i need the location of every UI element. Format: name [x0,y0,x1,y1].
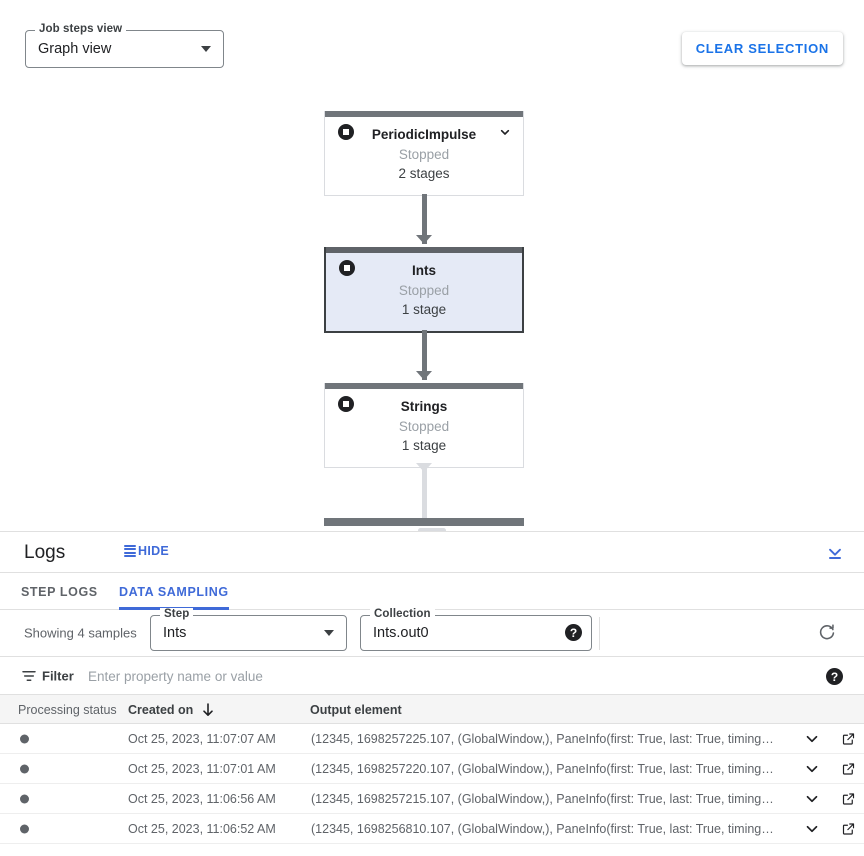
job-graph-panel: Job steps view Graph view CLEAR SELECTIO… [0,0,864,531]
cell-output-element: (12345, 1698257220.107, (GlobalWindow,),… [311,761,774,776]
filter-icon [22,670,36,682]
status-badge [20,794,29,803]
filter-label: Filter [42,668,74,683]
stop-circle-icon [339,260,355,276]
chevron-down-icon [324,630,334,636]
node-status: Stopped [398,283,450,298]
graph-node-strings[interactable]: Strings Stopped 1 stage [324,383,524,468]
help-icon[interactable]: ? [565,624,582,641]
clear-selection-button[interactable]: CLEAR SELECTION [681,32,843,65]
node-status-bar [325,383,523,389]
sampling-toolbar: Showing 4 samples Step Ints Collection I… [0,608,864,657]
graph-edge-arrow-3 [416,463,432,472]
expand-panel-down-icon[interactable] [824,543,846,563]
graph-canvas[interactable]: PeriodicImpulse Stopped 2 stages Ints St… [0,88,864,531]
collection-select[interactable]: Collection Ints.out0 [360,608,592,651]
showing-samples-text: Showing 4 samples [24,625,137,641]
hide-logs-label: HIDE [138,544,170,558]
panel-splitter[interactable] [0,524,864,531]
node-stages: 1 stage [401,302,447,317]
chevron-down-icon[interactable] [497,124,513,140]
step-select-label: Step [160,608,194,620]
hide-logs-button[interactable]: HIDE [124,544,169,558]
table-row[interactable]: Oct 25, 2023, 11:06:52 AM (12345, 169825… [0,814,864,844]
status-badge [20,764,29,773]
job-steps-view-value: Graph view [38,41,112,57]
table-row[interactable]: Oct 25, 2023, 11:07:07 AM (12345, 169825… [0,724,864,754]
stop-circle-icon [338,124,354,140]
table-row[interactable]: Oct 25, 2023, 11:06:56 AM (12345, 169825… [0,784,864,814]
tab-step-logs[interactable]: STEP LOGS [21,584,98,599]
cell-created-on: Oct 25, 2023, 11:06:52 AM [128,821,276,836]
stop-circle-icon [338,396,354,412]
status-badge [20,734,29,743]
toolbar-divider [599,617,600,650]
cell-created-on: Oct 25, 2023, 11:07:07 AM [128,731,276,746]
node-status: Stopped [398,419,450,434]
job-steps-view-select[interactable]: Job steps view Graph view [25,23,224,68]
graph-edge-2 [421,330,427,380]
cell-created-on: Oct 25, 2023, 11:06:56 AM [128,791,276,806]
column-header-created-on[interactable]: Created on [128,695,214,724]
step-select[interactable]: Step Ints [150,608,347,651]
open-in-new-icon[interactable] [841,821,856,836]
node-stages: 2 stages [398,166,450,181]
splitter-grip[interactable] [418,527,446,531]
filter-bar: Filter ? [0,657,864,695]
tab-data-sampling[interactable]: DATA SAMPLING [119,573,229,610]
chevron-down-icon[interactable] [803,820,821,838]
node-title: Strings [400,399,448,414]
graph-edge-3 [421,466,427,524]
data-sampling-table: Processing status Created on Output elem… [0,695,864,844]
help-icon[interactable]: ? [826,668,843,685]
graph-toolbar: Job steps view Graph view CLEAR SELECTIO… [0,0,864,88]
node-title: Ints [411,263,436,278]
chevron-down-icon[interactable] [803,730,821,748]
collection-select-label: Collection [370,608,435,620]
node-status-bar [326,247,522,253]
graph-edge-arrow-1 [416,235,432,244]
logs-tabs: STEP LOGS DATA SAMPLING [0,573,864,610]
node-status: Stopped [398,147,450,162]
node-stages: 1 stage [401,438,447,453]
chevron-down-icon[interactable] [803,790,821,808]
graph-node-periodicimpulse[interactable]: PeriodicImpulse Stopped 2 stages [324,111,524,196]
open-in-new-icon[interactable] [841,791,856,806]
cell-output-element: (12345, 1698256810.107, (GlobalWindow,),… [311,821,774,836]
chevron-down-icon[interactable] [803,760,821,778]
table-row[interactable]: Oct 25, 2023, 11:07:01 AM (12345, 169825… [0,754,864,784]
status-badge [20,824,29,833]
cell-output-element: (12345, 1698257225.107, (GlobalWindow,),… [311,731,774,746]
node-status-bar [325,111,523,117]
open-in-new-icon[interactable] [841,761,856,776]
job-steps-view-label: Job steps view [35,23,127,35]
graph-node-ints[interactable]: Ints Stopped 1 stage [324,247,524,333]
step-select-value: Ints [163,625,187,641]
graph-edge-arrow-2 [416,371,432,380]
chevron-down-icon [201,46,211,52]
collection-select-value: Ints.out0 [373,625,429,641]
page-title: Logs [24,542,66,563]
open-in-new-icon[interactable] [841,731,856,746]
list-lines-icon [124,545,136,557]
logs-header: Logs HIDE [0,532,864,573]
column-header-processing-status[interactable]: Processing status [18,702,117,717]
refresh-icon[interactable] [816,622,838,644]
column-header-output-element[interactable]: Output element [310,702,402,717]
filter-input[interactable] [86,657,786,695]
graph-edge-1 [421,194,427,244]
arrow-down-icon [203,702,214,716]
node-title: PeriodicImpulse [371,127,477,142]
cell-output-element: (12345, 1698257215.107, (GlobalWindow,),… [311,791,774,806]
cell-created-on: Oct 25, 2023, 11:07:01 AM [128,761,276,776]
table-header-row: Processing status Created on Output elem… [0,695,864,724]
graph-node-partial[interactable] [324,518,524,526]
logs-panel: Logs HIDE STEP LOGS DATA SAMPLING Showin… [0,531,864,856]
column-header-created-on-label: Created on [128,702,194,717]
